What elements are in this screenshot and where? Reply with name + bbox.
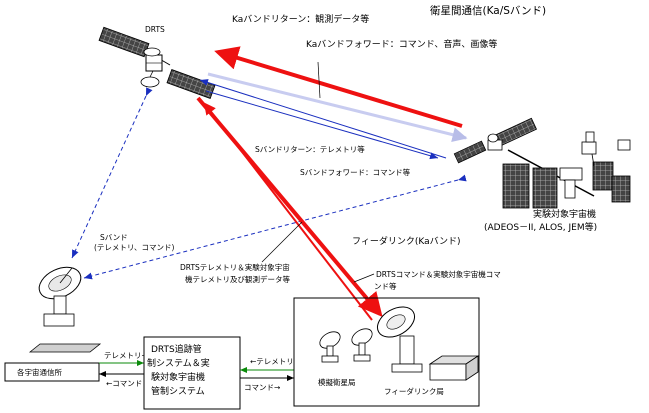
- feeder-command-label: コマンド→: [244, 383, 280, 392]
- s-return-arrow: [199, 79, 447, 159]
- control-system-line3: 験対象宇宙機: [151, 371, 205, 383]
- ground-station-label: 各宇宙通信所: [17, 367, 62, 377]
- control-system-line2: 制システム＆実: [147, 357, 210, 369]
- s-forward-label: Sバンドフォワード：コマンド等: [300, 167, 411, 177]
- feeder-station-label: フィーダリンク局: [384, 386, 444, 396]
- space-station-icon: [453, 117, 631, 209]
- feeder-station-enclosure: [293, 297, 480, 407]
- ka-return-arrow: [214, 46, 463, 128]
- gs-command-label: ←コマンド: [106, 379, 142, 388]
- sim-station-label: 模擬衛星局: [318, 377, 356, 387]
- drts-command-label: DRTSコマンド＆実験対象宇宙機コマ: [376, 269, 501, 279]
- s-return-label: Sバンドリターン：テレメトリ等: [255, 144, 365, 154]
- feeder-return-arrow: [203, 102, 373, 321]
- feeder-antenna-icon: [377, 306, 480, 381]
- feeder-link-label: フィーダリンク(Kaバンド): [352, 235, 461, 247]
- drts-label: DRTS: [145, 25, 165, 34]
- control-system-box: [143, 336, 241, 410]
- ka-forward-label: Kaバンドフォワード：コマンド、音声、画像等: [306, 38, 497, 50]
- s-band-spacecraft-link: [83, 174, 467, 280]
- diagram-title: 衛星間通信(Ka/Sバンド): [430, 4, 546, 17]
- gs-telemetry-label: テレメトリ→: [104, 351, 148, 360]
- command-label-leader: [353, 273, 375, 283]
- drts-command-sublabel: ンド等: [374, 281, 397, 291]
- s-forward-arrow: [205, 90, 439, 160]
- s-band-sublabel: (テレメトリ、コマンド): [94, 243, 174, 252]
- target-spacecraft-examples: (ADEOS－II, ALOS, JEM等): [484, 221, 597, 233]
- telemetry-label-leader: [261, 221, 303, 263]
- ka-forward-arrow: [207, 72, 468, 143]
- ka-label-leader: [317, 61, 321, 99]
- drts-telemetry-label: DRTSテレメトリ＆実験対象宇宙: [180, 262, 290, 272]
- ground-station-antenna-icon: [28, 266, 102, 353]
- s-band-label: Sバンド: [100, 233, 128, 242]
- target-spacecraft-label: 実験対象宇宙機: [533, 208, 596, 220]
- control-system-line4: 管制システム: [151, 385, 205, 397]
- control-system-line1: DRTS追跡管: [151, 343, 202, 355]
- drts-satellite-icon: [98, 26, 216, 99]
- drts-telemetry-sublabel: 機テレメトリ及び観測データ等: [185, 274, 290, 284]
- feeder-telemetry-label: ←テレメトリ: [250, 357, 294, 366]
- ka-return-label: Kaバンドリターン：観測データ等: [232, 13, 369, 25]
- sim-station-antenna-icon: [319, 328, 373, 363]
